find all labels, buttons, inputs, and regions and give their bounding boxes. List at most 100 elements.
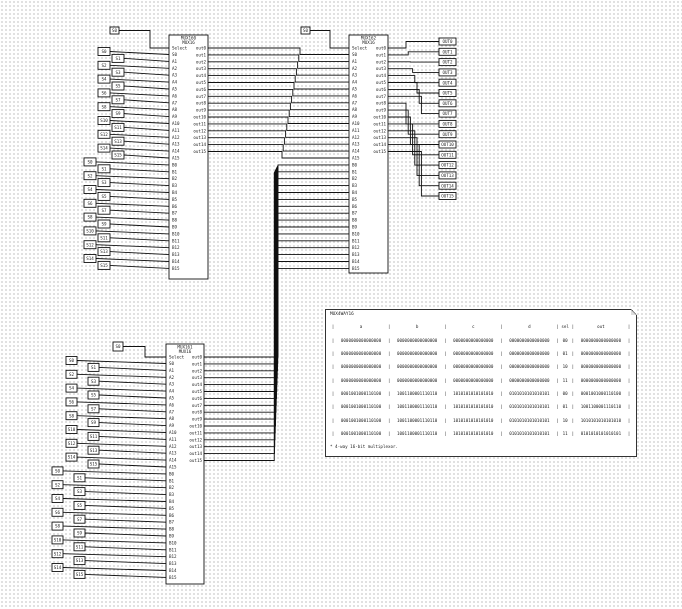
bus-wire-c-to-b xyxy=(204,171,349,448)
truth-table-cell: 0001001000110100 xyxy=(340,404,382,410)
input-pin-box-label: S15 xyxy=(114,153,122,158)
chip-input-label: B14 xyxy=(169,568,177,573)
input-wire xyxy=(109,168,170,173)
truth-table: | a | b | c | d | sel | out | |000000000… xyxy=(330,320,632,440)
input-wire xyxy=(95,202,170,207)
bus-wire-c-to-b xyxy=(204,171,349,441)
input-wire xyxy=(84,477,167,482)
chip-output-label: out10 xyxy=(193,115,206,120)
chip-output-label: out11 xyxy=(189,430,202,435)
input-wire xyxy=(76,429,167,433)
truth-table-cell: 0000000000000000 xyxy=(453,350,494,356)
truth-table-row: |0000000000000000|0000000000000000|00000… xyxy=(330,374,632,387)
chip-output-label: out0 xyxy=(196,46,207,51)
chip-input-label: B8 xyxy=(169,527,175,532)
mux16-chip-mux-a: MUX160MUX16SelectS0A1A2A3A4A5A6A7A8A9A10… xyxy=(168,34,209,280)
truth-table-cell: 0000000000000000 xyxy=(580,377,622,383)
chip-input-label: B5 xyxy=(172,197,178,202)
output-pin-box-label: OUT6 xyxy=(442,101,453,106)
chip-input-label: A4 xyxy=(172,80,178,85)
output-pin-box xyxy=(438,47,457,56)
truth-table-row: |0001001000110100|1001100001110110|10101… xyxy=(330,387,632,400)
input-wire xyxy=(76,415,167,420)
output-pin-box xyxy=(438,68,457,77)
chip-output-label: out7 xyxy=(376,94,387,99)
input-pin-box-label: S12 xyxy=(86,242,94,247)
chip-input-label: A3 xyxy=(169,382,175,387)
bus-wire-a-to-b xyxy=(208,116,349,124)
chip-output-label: out15 xyxy=(193,149,206,154)
bus-wire-c-to-b xyxy=(204,169,349,413)
chip-input-label: B12 xyxy=(352,245,360,250)
output-wire xyxy=(388,82,439,94)
chip-input-label: A10 xyxy=(172,121,180,126)
chip-output-label: out0 xyxy=(192,355,203,360)
chip-input-label: B7 xyxy=(169,520,175,525)
truth-table-cell: 0000000000000000 xyxy=(340,377,382,383)
output-pin-box-label: OUT4 xyxy=(442,80,453,85)
chip-output-label: out4 xyxy=(376,73,387,78)
chip-input-label: B3 xyxy=(169,492,175,497)
input-wire xyxy=(84,532,167,537)
chip-input-label: A1 xyxy=(169,368,175,373)
output-pin-box xyxy=(438,150,457,159)
chip-header: MUX16 xyxy=(182,40,195,45)
chip-input-label: B10 xyxy=(169,540,177,545)
input-wire xyxy=(84,546,167,551)
output-wire xyxy=(388,137,439,176)
input-pin-box-label: S6 xyxy=(69,400,75,405)
input-pin-box-label: S7 xyxy=(115,97,121,102)
chip-body xyxy=(168,34,209,280)
chip-output-label: out3 xyxy=(196,66,207,71)
truth-table-cell: 0001001000110100 xyxy=(340,391,382,397)
truth-table-row: |0001001000110100|1001100001110110|10101… xyxy=(330,414,632,427)
chip-output-label: out4 xyxy=(196,73,207,78)
output-wire xyxy=(388,95,439,115)
input-pin-box-label: S11 xyxy=(100,235,108,240)
chip-input-label: S0 xyxy=(172,52,178,57)
chip-input-label: A5 xyxy=(352,87,358,92)
select-wire-a xyxy=(119,30,169,49)
chip-output-label: out4 xyxy=(192,382,203,387)
input-pin-box-label: S7 xyxy=(77,517,83,522)
input-pin-box-label: S4 xyxy=(55,496,61,501)
chip-input-label: B2 xyxy=(352,176,358,181)
chip-input-label: A9 xyxy=(172,114,178,119)
input-pin-box-label: S2 xyxy=(55,482,61,487)
input-wire xyxy=(123,57,170,62)
output-pin-box-label: OUT9 xyxy=(442,132,453,137)
input-pin-box-label: S6 xyxy=(55,510,61,515)
chip-input-label: B11 xyxy=(169,547,177,552)
bus-wire-c-to-b xyxy=(204,168,349,406)
truth-table-cell: 1010101010101010 xyxy=(453,404,494,410)
chip-output-label: out14 xyxy=(193,142,206,147)
input-wire xyxy=(98,463,167,468)
input-pin-box-label: S11 xyxy=(90,434,98,439)
mux16-chip-mux-b: MUX162MUX16SelectS0A1A2A3A4A5A6A7A8A9A10… xyxy=(348,34,389,274)
truth-table-cell: 0000000000000000 xyxy=(509,337,550,343)
chip-input-label: B2 xyxy=(169,485,175,490)
bus-wire-a-to-b xyxy=(208,61,349,69)
chip-input-label: A6 xyxy=(172,93,178,98)
output-pin-box xyxy=(438,161,457,170)
chip-input-label: B0 xyxy=(169,471,175,476)
chip-input-label: A4 xyxy=(169,389,175,394)
input-pin-box-label: S1 xyxy=(77,475,83,480)
input-wire xyxy=(109,182,170,187)
chip-output-label: out9 xyxy=(376,108,387,113)
bus-wire-c-to-b xyxy=(204,168,349,399)
chip-output-label: out8 xyxy=(192,410,203,415)
input-wire xyxy=(95,175,170,180)
bus-wire-c-to-b xyxy=(204,172,349,455)
input-wire xyxy=(98,422,167,427)
chip-select-label: Select xyxy=(352,46,368,51)
truth-table-cell: 0101010101010101 xyxy=(509,404,550,410)
truth-table-cell: 11 xyxy=(562,431,568,437)
output-pin-box-label: OUT15 xyxy=(441,194,454,199)
bus-wire-a-to-b xyxy=(208,144,349,152)
chip-input-label: B1 xyxy=(172,169,178,174)
output-wire xyxy=(388,51,439,56)
truth-table-cell: 0101010101010101 xyxy=(509,391,550,397)
input-pin-box-label: S9 xyxy=(101,222,107,227)
truth-table-cell: 0000000000000000 xyxy=(396,350,438,356)
